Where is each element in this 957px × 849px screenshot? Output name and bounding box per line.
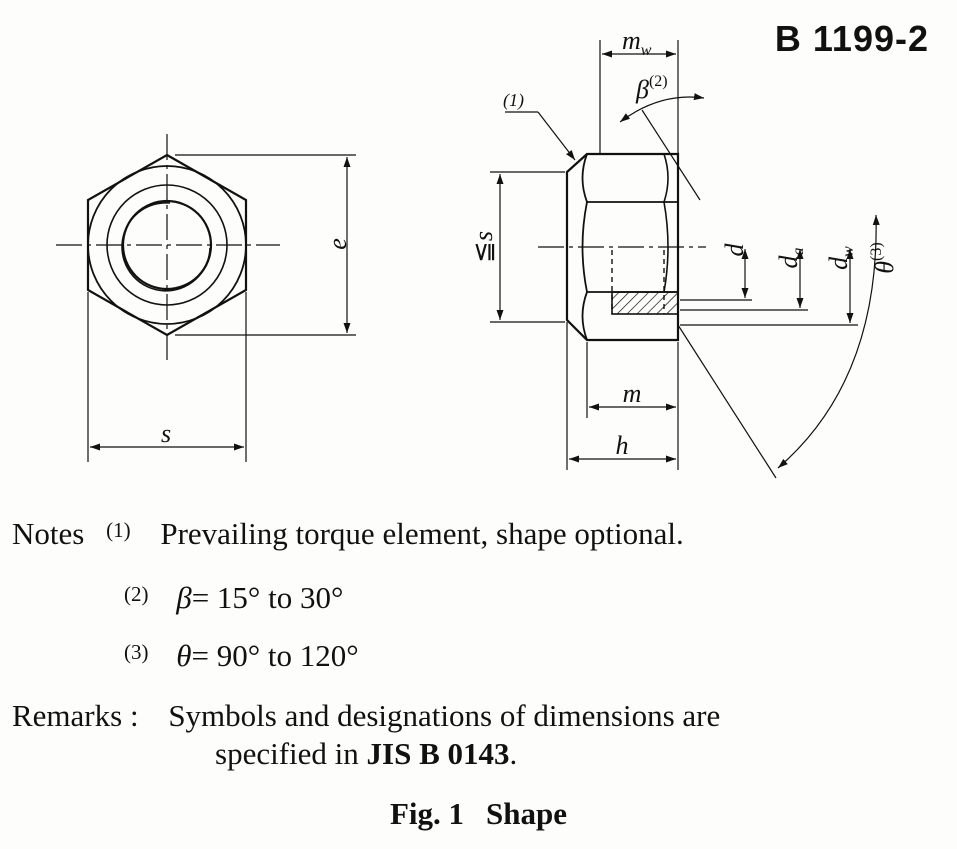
notes-row-2: (2) β= 15° to 30° — [124, 579, 343, 616]
side-view — [490, 40, 880, 479]
nut-drawing: e s — [56, 26, 899, 479]
remarks-line-2-suffix: . — [509, 736, 518, 771]
notes-row-3: (3) θ= 90° to 120° — [124, 637, 359, 674]
theta-arc — [777, 214, 880, 469]
standard-number: B 1199-2 — [774, 18, 929, 59]
note-2-symbol: β — [176, 580, 192, 615]
bore-circle — [121, 199, 213, 291]
front-view — [56, 134, 356, 462]
remarks-line-1: Symbols and designations of dimensions a… — [168, 698, 721, 733]
beta-label: β(2) — [635, 73, 668, 104]
remarks-reference: JIS B 0143 — [366, 736, 510, 771]
torque-element-section — [611, 291, 679, 315]
note-3-marker: (3) — [124, 640, 149, 664]
notes-title: Notes — [12, 516, 85, 551]
dim-label-d: d — [720, 243, 749, 257]
note-3-text: = 90° to 120° — [191, 638, 359, 673]
note1-marker: (1) — [503, 90, 524, 111]
figure-title: Shape — [486, 796, 568, 831]
notes-row-1: Notes (1) Prevailing torque element, sha… — [12, 515, 684, 552]
dim-label-dw: dw — [824, 246, 857, 270]
dim-label-le-s: ≦s — [469, 231, 498, 263]
theta-label: θ(3) — [868, 242, 899, 273]
beta-reference-line — [641, 109, 701, 201]
dim-label-mw: mw — [622, 26, 652, 59]
remarks-row-1: Remarks : Symbols and designations of di… — [12, 697, 720, 734]
chamfer-circle — [87, 165, 247, 325]
figure-number: Fig. 1 — [389, 796, 465, 831]
bearing-circle — [106, 184, 228, 306]
theta-reference-line — [677, 324, 777, 479]
dim-label-da: da — [774, 248, 807, 269]
dim-label-h: h — [616, 431, 629, 460]
remarks-title: Remarks : — [12, 698, 139, 733]
note-2-text: = 15° to 30° — [191, 580, 344, 615]
hexagon-outline — [86, 153, 248, 337]
note-3-symbol: θ — [176, 638, 192, 673]
note-1-marker: (1) — [106, 518, 131, 542]
remarks-row-2: specified in JIS B 0143. — [215, 735, 517, 772]
note-1-text: Prevailing torque element, shape optiona… — [160, 516, 684, 551]
note-2-marker: (2) — [124, 582, 149, 606]
dim-label-e: e — [323, 238, 352, 250]
remarks-line-2-prefix: specified in — [215, 736, 359, 771]
dim-label-s: s — [161, 419, 171, 448]
dim-label-m: m — [623, 379, 642, 408]
beta-arc — [619, 93, 705, 123]
figure-caption: Fig. 1 Shape — [0, 796, 957, 832]
